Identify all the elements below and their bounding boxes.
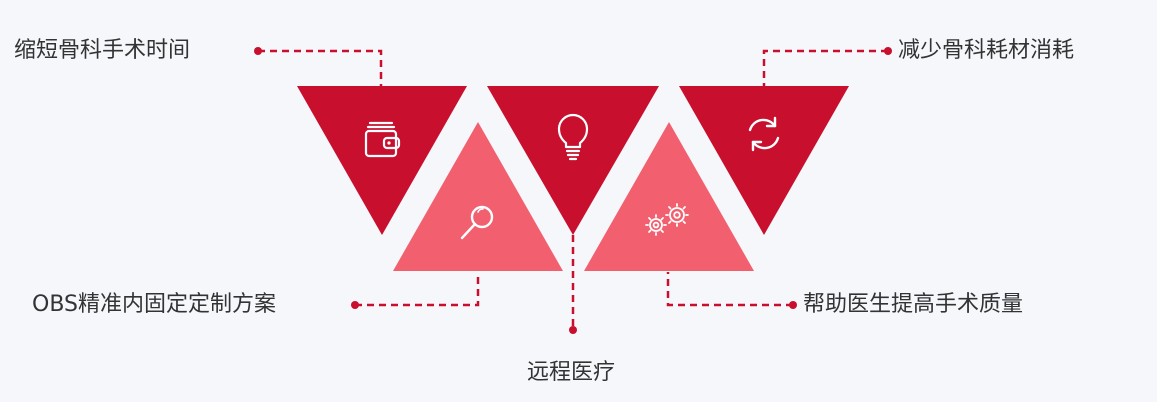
gears-icon bbox=[645, 203, 689, 236]
label-obs-custom-plan: OBS精准内固定定制方案 bbox=[32, 292, 276, 317]
triangle-wallet bbox=[297, 86, 467, 235]
connector-dot-bottom-right bbox=[789, 301, 797, 309]
connector-top-right bbox=[762, 49, 888, 86]
triangle-magnifier bbox=[393, 122, 563, 271]
connector-dot-bottom-center bbox=[569, 326, 577, 334]
connector-dot-top-right bbox=[884, 47, 892, 55]
label-reduce-consumables: 减少骨科耗材消耗 bbox=[898, 38, 1075, 63]
triangle-refresh bbox=[679, 86, 849, 235]
connector-bottom-left bbox=[355, 272, 480, 307]
magnifier-icon bbox=[460, 205, 494, 240]
connector-top-left bbox=[258, 49, 383, 86]
refresh-icon bbox=[748, 116, 780, 152]
connector-bottom-right bbox=[666, 272, 793, 307]
wallet-icon bbox=[364, 121, 401, 158]
connector-dot-top-left bbox=[254, 47, 262, 55]
triangle-gears bbox=[584, 122, 754, 271]
label-telemedicine: 远程医疗 bbox=[527, 360, 616, 385]
label-improve-surgery-quality: 帮助医生提高手术质量 bbox=[803, 292, 1024, 317]
connector-dot-bottom-left bbox=[351, 301, 359, 309]
lightbulb-icon bbox=[557, 113, 589, 161]
triangle-lightbulb bbox=[487, 86, 659, 235]
label-shorten-surgery-time: 缩短骨科手术时间 bbox=[14, 38, 191, 63]
